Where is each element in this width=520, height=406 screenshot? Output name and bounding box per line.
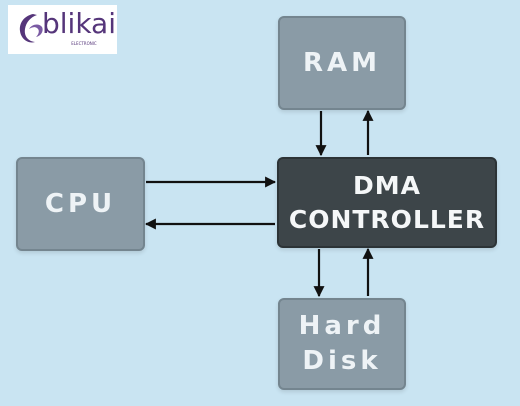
hard-disk-box: Hard Disk xyxy=(278,298,406,390)
ram-box: RAM xyxy=(278,16,406,110)
hard-disk-label-line1: Hard xyxy=(298,311,386,341)
logo: blikai ELECTRONIC xyxy=(8,5,117,54)
cpu-label: CPU xyxy=(44,189,117,219)
logo-wordmark: blikai xyxy=(42,7,116,40)
dma-controller-box: DMA CONTROLLER xyxy=(277,157,497,248)
hard-disk-label-line2: Disk xyxy=(302,346,382,376)
dma-label-line2: CONTROLLER xyxy=(288,204,486,234)
cpu-box: CPU xyxy=(16,157,145,251)
dma-label-line1: DMA xyxy=(353,170,421,200)
ram-label: RAM xyxy=(302,48,381,78)
logo-tagline: ELECTRONIC xyxy=(71,41,97,46)
blikai-logo-icon xyxy=(19,14,43,43)
